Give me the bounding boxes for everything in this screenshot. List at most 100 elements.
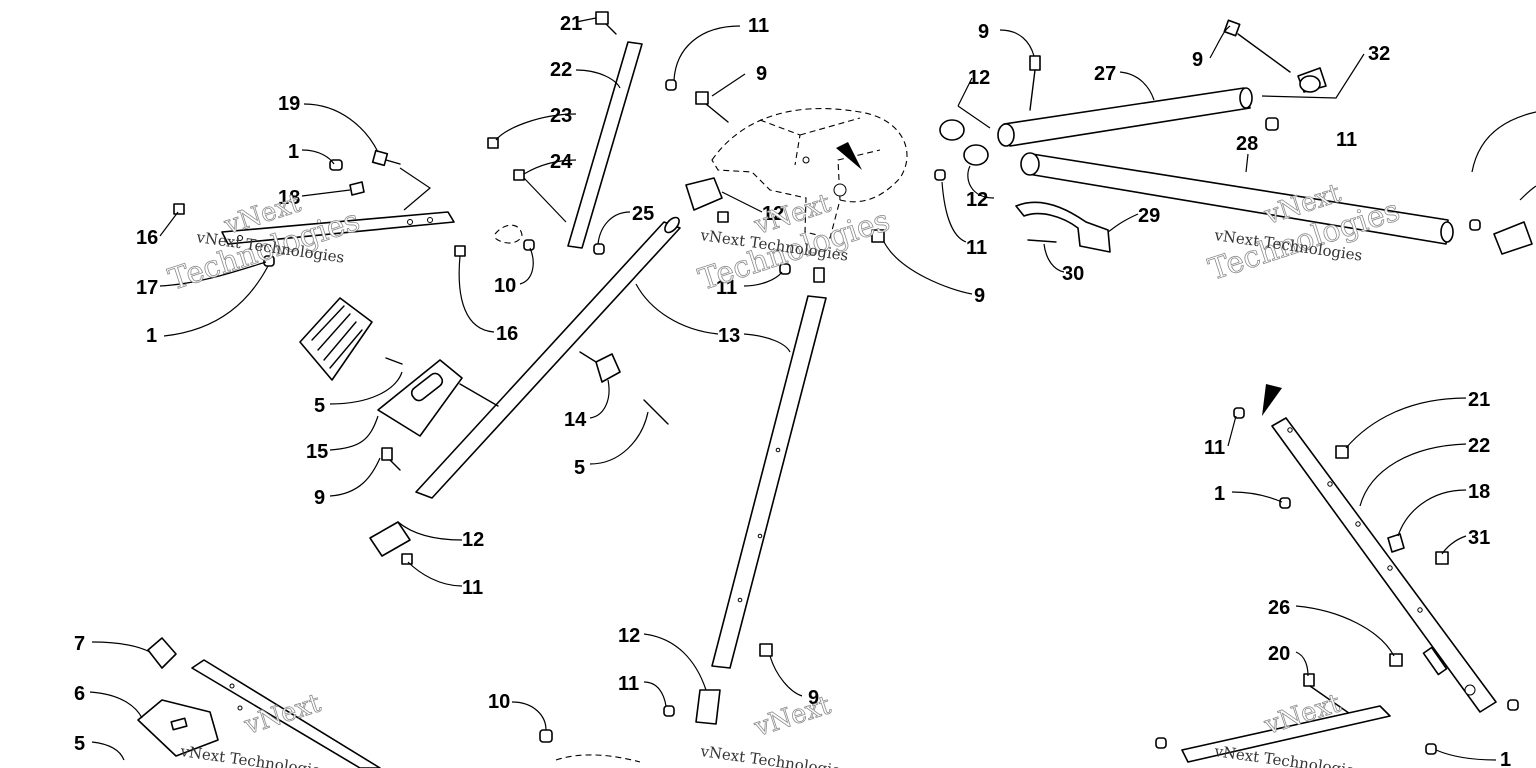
- callout-12-bottom: 12: [618, 625, 640, 647]
- callout-11-lr: 11: [1204, 437, 1225, 459]
- watermark-text-bottom-center: vNext Technologies: [698, 742, 849, 768]
- arm-tube-27: [934, 19, 1327, 181]
- callout-6: 6: [74, 683, 85, 705]
- clamp-end: [1493, 221, 1533, 255]
- arm-tube-28: [963, 144, 1533, 255]
- callout-11-left: 11: [462, 577, 483, 599]
- callout-9-upper: 9: [978, 21, 989, 43]
- bolt-9-right: [1029, 55, 1041, 71]
- nut-end-lr: [1507, 699, 1519, 711]
- vertical-brace-22: [487, 11, 729, 255]
- bolt-31: [1435, 551, 1449, 565]
- callout-labels: 21 11 22 9 9 12 27 9 32 19 1 18 23 24 16…: [74, 13, 1511, 768]
- bracket-29: [1015, 201, 1111, 253]
- pin-upper: [813, 267, 825, 283]
- callout-11-bottom: 11: [618, 673, 639, 695]
- callout-27: 27: [1094, 63, 1116, 85]
- callout-9-center: 9: [974, 285, 985, 307]
- callout-12-left: 12: [462, 529, 484, 551]
- washer-24: [513, 169, 525, 181]
- nut-bottom-left: [1155, 737, 1167, 749]
- upper-strap-assembly: [173, 149, 535, 267]
- main-tube-body: [711, 295, 827, 669]
- bracket-outline-10: [494, 224, 523, 244]
- clip-18: [349, 181, 365, 196]
- callout-18-right: 18: [1468, 481, 1490, 503]
- watermark-right: vNext Technologies: [1204, 178, 1404, 288]
- leader-lines: [89, 17, 1536, 761]
- callout-21-top: 21: [560, 13, 582, 35]
- clip-14: [579, 351, 669, 425]
- clamp-12-upper: [685, 177, 723, 211]
- fuse-block: [299, 297, 373, 381]
- nut-10-bottom: [539, 729, 553, 743]
- callout-24: 24: [550, 151, 573, 173]
- callout-16-left: 16: [136, 227, 158, 249]
- callout-29: 29: [1138, 205, 1160, 227]
- tube-13-center: [663, 229, 885, 725]
- callout-30: 30: [1062, 263, 1084, 285]
- bolt-21: [595, 11, 609, 25]
- clamp-12-bottom: [695, 689, 721, 725]
- lower-bar-left: [191, 659, 381, 768]
- bracket-7: [147, 637, 177, 669]
- callout-21-right: 21: [1468, 389, 1490, 411]
- callout-31: 31: [1468, 527, 1490, 549]
- rivet-5: [385, 357, 403, 365]
- bolt-20: [1303, 673, 1315, 687]
- callout-5-bottom: 5: [74, 733, 85, 755]
- bolt-9-top: [695, 91, 709, 105]
- callout-11-center: 11: [716, 277, 737, 299]
- nut-1-lr: [1279, 497, 1291, 509]
- bolt-23: [487, 137, 499, 149]
- nut-11-bottom: [663, 705, 675, 717]
- callout-22-top: 22: [550, 59, 572, 81]
- callout-5-left: 5: [314, 395, 325, 417]
- watermarks: vNext Technologies vNext Technologies vN…: [164, 178, 1404, 768]
- callout-19: 19: [278, 93, 300, 115]
- callout-14: 14: [564, 409, 587, 431]
- callout-22-right: 22: [1468, 435, 1490, 457]
- bolt-9-bottom: [759, 643, 773, 657]
- bolt-9-center: [871, 229, 885, 243]
- callout-10-top: 10: [494, 275, 516, 297]
- callout-9-left: 9: [314, 487, 325, 509]
- nut-11-lower: [401, 553, 413, 565]
- arrow-indicator-right: [1262, 384, 1282, 416]
- rivet-5-clip: [643, 399, 669, 425]
- callout-15: 15: [306, 441, 328, 463]
- callout-5-center: 5: [574, 457, 585, 479]
- nut-11-top: [665, 79, 677, 91]
- callout-32: 32: [1368, 43, 1390, 65]
- tube-body: [415, 221, 681, 499]
- callout-11-far: 11: [1336, 129, 1357, 151]
- callout-25: 25: [632, 203, 654, 225]
- bushing-12-a: [939, 119, 965, 141]
- nut-11-end: [1469, 219, 1481, 231]
- callout-13: 13: [718, 325, 740, 347]
- watermark-text-bottom-right: vNext Technologies: [1212, 742, 1363, 768]
- tube-13-left: [369, 177, 729, 565]
- callout-1-top: 1: [288, 141, 299, 163]
- bolt-26: [1389, 653, 1403, 667]
- bolt-19: [371, 149, 401, 167]
- nut-11-right: [934, 169, 946, 181]
- nut-11-far: [1265, 117, 1279, 131]
- nut-1-bottom: [1425, 743, 1437, 755]
- nut-25: [593, 243, 605, 255]
- bushing-12-b: [963, 144, 989, 166]
- lower-right-brace: [1155, 384, 1519, 763]
- bolt-21-lr: [1335, 445, 1349, 459]
- nut-1-lower: [263, 255, 275, 267]
- brace-22-right: [1271, 417, 1497, 713]
- watermark-bottom-center: vNext: [750, 690, 836, 744]
- callout-7: 7: [74, 633, 85, 655]
- nut-11-upper: [717, 211, 729, 223]
- electrical-block: [299, 297, 499, 437]
- callout-18-top: 18: [278, 187, 300, 209]
- nut-11-lr: [1233, 407, 1245, 419]
- bolt-16-left: [173, 203, 185, 215]
- callout-28: 28: [1236, 133, 1258, 155]
